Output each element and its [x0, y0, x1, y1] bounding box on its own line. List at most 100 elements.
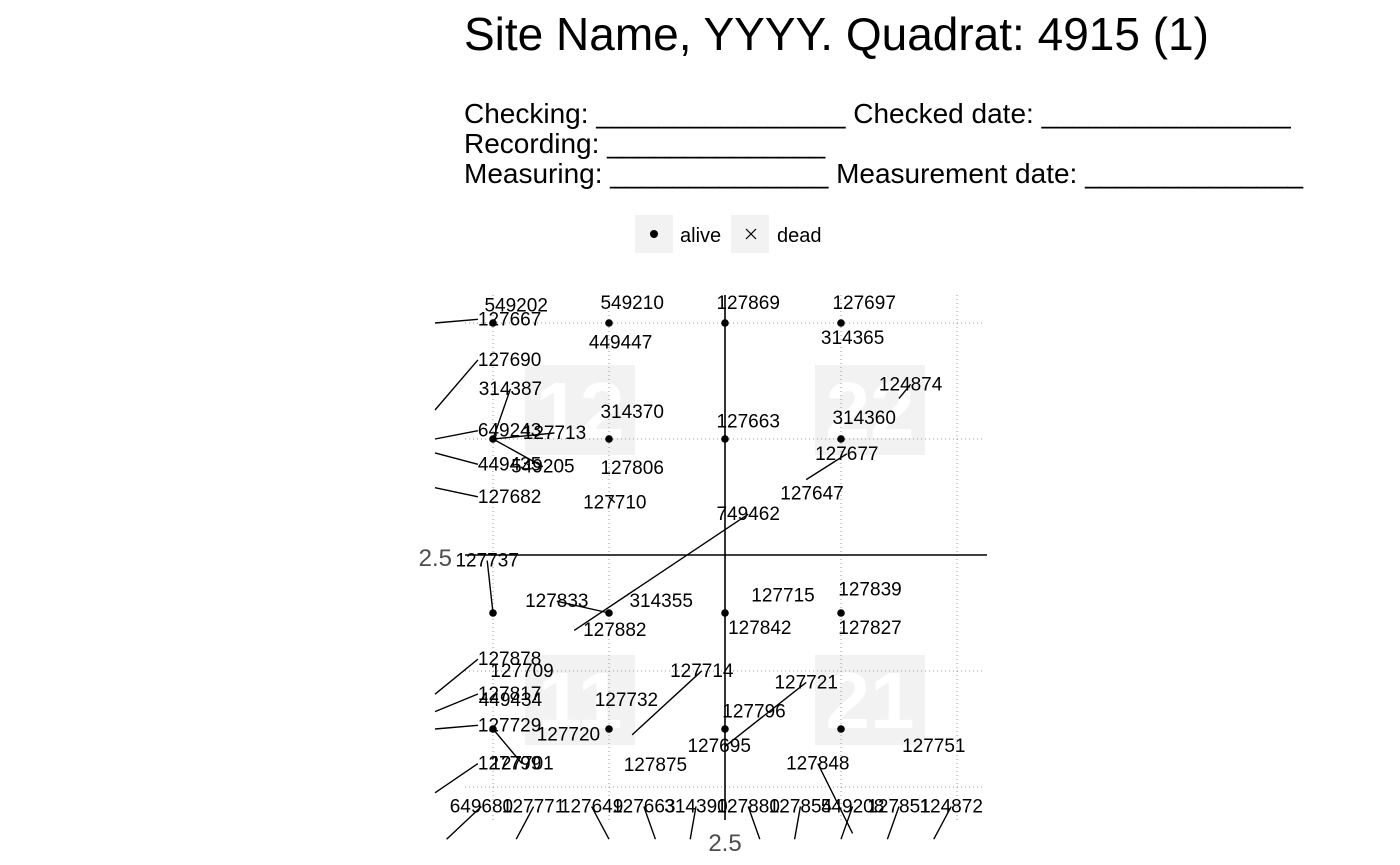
tree-point-alive [489, 435, 497, 443]
tree-tag-label: 127806 [600, 458, 663, 479]
tree-tag-label: 649680 [450, 797, 513, 818]
legend-key-dead [731, 215, 769, 253]
tag-leader-line [886, 806, 900, 840]
tree-tag-label: 127751 [902, 736, 965, 757]
tree-tag-label: 127663 [612, 797, 675, 818]
tree-tag-label: 127667 [478, 309, 541, 330]
tree-tag-label: 127721 [774, 672, 837, 693]
legend-label-dead: dead [777, 225, 822, 247]
tree-tag-label: 127714 [670, 661, 734, 682]
tree-tag-label: 127796 [722, 701, 785, 722]
tree-tag-label: 127817 [478, 684, 541, 705]
tag-leader-line [434, 359, 479, 411]
tree-tag-label: 549208 [821, 797, 884, 818]
tag-leader-line [434, 724, 478, 730]
tree-tag-label: 449435 [478, 454, 541, 475]
tree-point-alive [489, 319, 497, 327]
tag-leader-line [793, 806, 802, 840]
legend: alive dead [635, 215, 822, 253]
tree-tag-label: 127799 [478, 754, 541, 775]
subquadrat-box [525, 365, 635, 455]
tag-leader-line [434, 318, 478, 324]
tree-tag-label: 127875 [624, 755, 687, 776]
tag-leader-line [515, 806, 535, 840]
tag-leader-line [898, 383, 912, 399]
tag-leader-line [434, 429, 479, 440]
tree-tag-label: 127848 [786, 754, 849, 775]
tag-leader-line [933, 806, 952, 840]
tree-tag-label: 127827 [838, 618, 901, 639]
tag-leader-line [840, 806, 854, 840]
tag-leader-line [747, 806, 761, 840]
tree-tag-label: 127713 [523, 423, 586, 444]
recording-line: Recording: ______________ [464, 128, 826, 159]
tag-leader-line [805, 453, 848, 481]
tree-tag-label: 314370 [600, 402, 663, 423]
tree-tag-label: 449447 [589, 333, 652, 354]
legend-label-alive: alive [680, 225, 721, 247]
tree-tag-label: 127854 [769, 797, 833, 818]
tree-point-alive [605, 725, 613, 733]
tree-tag-label: 127720 [537, 725, 600, 746]
tree-tag-label: 127878 [478, 649, 541, 670]
tag-leader-line [492, 388, 512, 440]
tree-point-alive [837, 435, 845, 443]
checking-line: Checking: ________________ Checked date:… [464, 98, 1291, 129]
tree-point-alive [721, 725, 729, 733]
subquadrat-box [525, 655, 635, 745]
subquadrat-box [815, 365, 925, 455]
tree-tag-label: 314365 [821, 328, 884, 349]
tree-tag-label: 649243 [478, 421, 541, 442]
tree-tag-label: 127697 [832, 293, 895, 314]
x-tick-label: 2.5 [708, 830, 741, 857]
tree-tag-label: 314355 [629, 591, 692, 612]
tag-leader-line [434, 693, 479, 713]
tree-tag-label: 127715 [751, 585, 814, 606]
tree-tag-label: 127729 [478, 715, 541, 736]
tree-tag-label: 127701 [490, 754, 553, 775]
alive-symbol-icon [650, 230, 658, 238]
tag-leader-line [724, 681, 807, 747]
tree-tag-label: 127677 [815, 444, 878, 465]
tag-leader-line [492, 438, 544, 468]
tag-leader-line [434, 452, 479, 465]
tree-tag-label: 749462 [716, 504, 779, 525]
tag-leader-lines [434, 318, 952, 840]
tree-tag-label: 127695 [687, 736, 750, 757]
tree-tag-label: 127663 [716, 411, 779, 432]
tag-leader-line [631, 670, 703, 736]
tree-tag-label: 127833 [525, 591, 588, 612]
tree-tag-label: 127882 [583, 620, 646, 641]
tree-tag-label: 127710 [583, 493, 646, 514]
subquadrat-box [815, 655, 925, 745]
tree-point-alive [837, 725, 845, 733]
tag-leader-line [590, 806, 610, 840]
dead-symbol-icon [745, 228, 757, 240]
tree-tag-label: 124874 [879, 374, 943, 395]
tag-leader-line [486, 560, 494, 614]
tree-point-alive [837, 609, 845, 617]
tree-tag-label: 549205 [511, 457, 574, 478]
chart-title: Site Name, YYYY. Quadrat: 4915 (1) [464, 8, 1209, 60]
tree-point-alive [605, 319, 613, 327]
tree-tag-label: 127732 [595, 690, 658, 711]
tree-point-alive [489, 609, 497, 617]
tree-point-alive [837, 319, 845, 327]
tag-leader-line [434, 763, 479, 794]
tree-tag-label: 314387 [479, 379, 542, 400]
tree-point-alive [605, 609, 613, 617]
tag-leader-line [689, 806, 697, 840]
tag-leader-line [446, 806, 482, 840]
tree-point-alive [489, 725, 497, 733]
tree-tag-label: 127737 [455, 551, 518, 572]
tag-leader-line [608, 496, 616, 504]
tree-points [489, 319, 845, 733]
tree-point-alive [721, 609, 729, 617]
tag-leader-line [556, 600, 610, 614]
tag-leader-line [643, 806, 657, 840]
tree-tag-label: 127851 [867, 797, 930, 818]
tree-tag-label: 127647 [780, 483, 843, 504]
tree-tag-label: 124872 [919, 797, 982, 818]
